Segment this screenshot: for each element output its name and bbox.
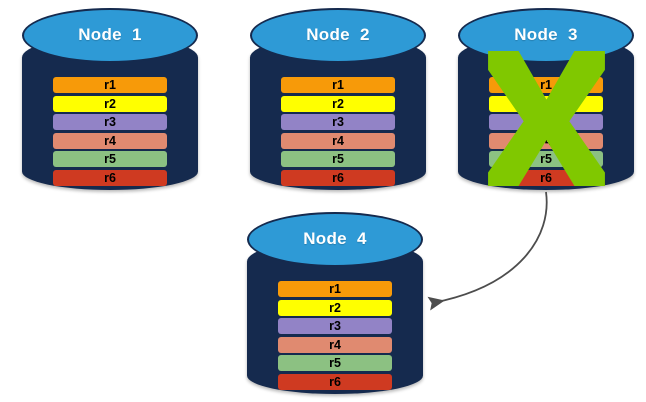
node-3-row-r2: r2	[489, 95, 603, 112]
node-2-row-r3: r3	[281, 114, 395, 131]
node-3-row-r5: r5	[489, 151, 603, 168]
node-3-row-r4: r4	[489, 132, 603, 149]
node-2-row-r5: r5	[281, 151, 395, 168]
node-2-row-r1: r1	[281, 77, 395, 93]
node-1-row-r4: r4	[53, 132, 167, 149]
node-4-row-r4: r4	[278, 336, 392, 353]
node-3-row-r3: r3	[489, 114, 603, 131]
node-4-row-r1: r1	[278, 281, 392, 297]
node-1-row-r5: r5	[53, 151, 167, 168]
node-2-row-r6: r6	[281, 170, 395, 186]
node-3-row-r1: r1	[489, 77, 603, 93]
node-2-top-ellipse	[250, 8, 426, 63]
node-4-row-r3: r3	[278, 318, 392, 335]
node-2-row-r2: r2	[281, 95, 395, 112]
node-3-label: Node 3	[514, 24, 578, 44]
node-2-row-r4: r4	[281, 132, 395, 149]
node-1-row-r3: r3	[53, 114, 167, 131]
node-4-row-r6: r6	[278, 374, 392, 390]
node-1-label: Node 1	[78, 24, 142, 44]
node-3-row-r6: r6	[489, 170, 603, 186]
node-4-row-r5: r5	[278, 355, 392, 372]
node-1-row-r2: r2	[53, 95, 167, 112]
node-4-label: Node 4	[303, 228, 367, 248]
node-4-row-r2: r2	[278, 299, 392, 316]
node-1-row-r6: r6	[53, 170, 167, 186]
node-1-top-ellipse	[22, 8, 198, 63]
node-4-top-ellipse	[247, 212, 423, 267]
node-1-row-r1: r1	[53, 77, 167, 93]
node-2-label: Node 2	[306, 24, 370, 44]
